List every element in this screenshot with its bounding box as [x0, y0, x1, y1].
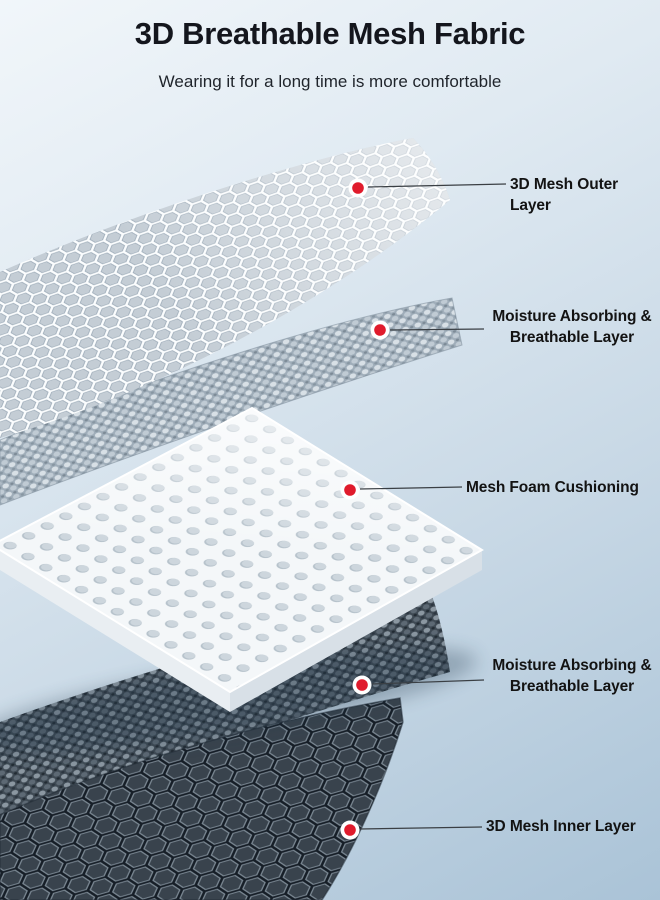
callout-label-inner-layer: 3D Mesh Inner Layer [486, 818, 636, 835]
callout-label-foam: Mesh Foam Cushioning [466, 479, 639, 496]
callout-line [389, 328, 485, 331]
callout-marker [370, 320, 390, 340]
callout-line [359, 826, 483, 830]
foam-layer-graphic [0, 406, 484, 712]
callout-line [371, 679, 485, 685]
callout-label-moisture-bottom: Moisture Absorbing & Breathable Layer [492, 657, 652, 695]
mesh-outer-layer-graphic [0, 138, 450, 438]
callout-label-moisture-top: Moisture Absorbing & Breathable Layer [492, 308, 652, 346]
callout-marker [352, 675, 372, 695]
callout-lines [359, 183, 507, 830]
callout-line [359, 486, 463, 490]
callout-marker [348, 178, 368, 198]
callout-line [367, 183, 507, 188]
callout-label-outer-layer: 3D Mesh Outer Layer [510, 176, 619, 214]
callout-markers [340, 178, 390, 840]
moisture-layer-top-graphic [0, 297, 463, 506]
page-subtitle: Wearing it for a long time is more comfo… [158, 72, 502, 91]
callout-marker [340, 480, 360, 500]
page-title: 3D Breathable Mesh Fabric [134, 16, 526, 51]
callout-marker [340, 820, 360, 840]
